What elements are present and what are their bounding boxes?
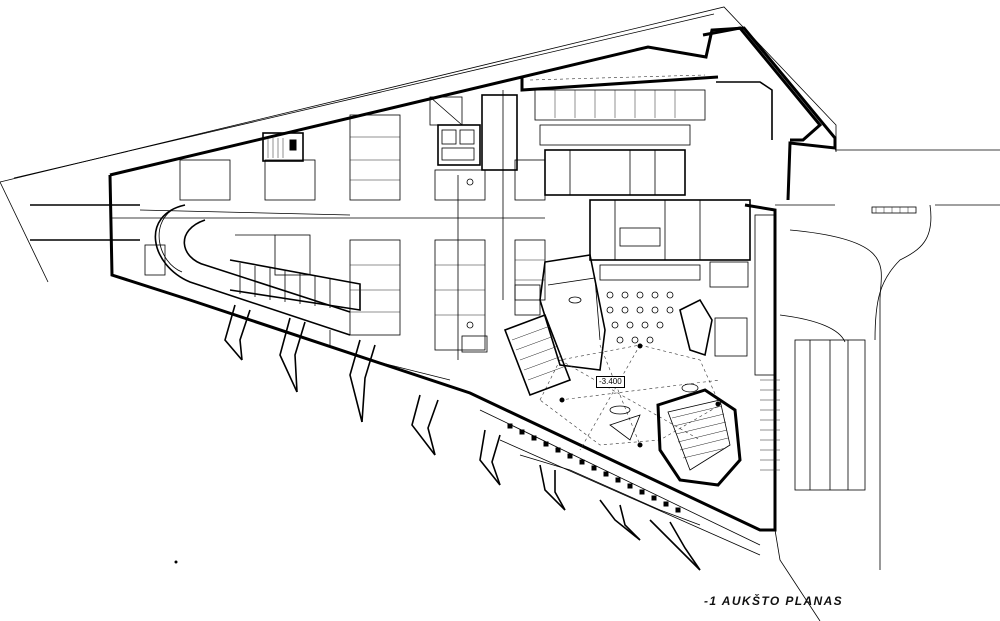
stair-cores [262,94,518,353]
east-terrace [754,149,1000,621]
plan-title: -1 AUKŠTO PLANAS [704,594,844,608]
building-outline [108,26,837,532]
parking-stalls [110,90,546,360]
level-mark: -3.400 [596,376,625,388]
auditorium [656,388,742,487]
column-row [479,409,761,546]
central-hall [539,254,721,451]
entrance-ramp [30,204,361,336]
cafe-seating [606,291,748,357]
light-shafts [224,304,761,571]
office-block [529,74,751,288]
stair-zone [503,284,572,397]
